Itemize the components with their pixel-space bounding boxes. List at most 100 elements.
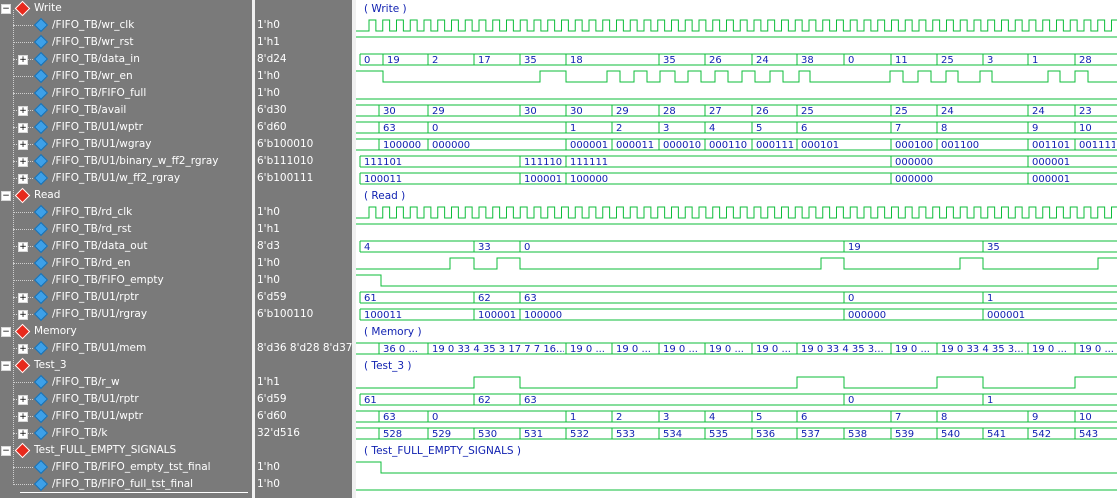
wave-signal-row[interactable]: +/FIFO_TB/k [0,425,252,442]
bus-value-text: 63 [524,293,537,304]
collapse-toggle-icon[interactable]: − [1,361,11,371]
signal-name: /FIFO_TB/wr_en [52,70,133,82]
expand-toggle-icon[interactable]: + [18,242,28,252]
wave-signal-row[interactable]: +/FIFO_TB/data_in [0,51,252,68]
expand-toggle-icon[interactable]: + [18,123,28,133]
signal-name: /FIFO_TB/r_w [52,376,120,388]
collapse-toggle-icon[interactable]: − [1,327,11,337]
bus-value-text: 001111 [1079,140,1117,151]
bus-value-text: 24 [941,106,954,117]
signal-name: /FIFO_TB/U1/mem [52,342,147,354]
wave-group-row[interactable]: − Write [0,0,252,17]
wave-signal-row[interactable]: +/FIFO_TB/U1/binary_w_ff2_rgray [0,153,252,170]
wave-signal-row[interactable]: +/FIFO_TB/U1/rptr [0,391,252,408]
bus-value-text: 3 [663,123,669,134]
signal-value: 6'd59 [257,393,287,405]
expand-toggle-icon[interactable]: + [18,395,28,405]
expand-toggle-icon[interactable]: + [18,429,28,439]
bus-value-text: 000000 [895,174,933,185]
bus-value-text: 538 [848,429,867,440]
signal-value [255,0,257,17]
expand-toggle-icon[interactable]: + [18,293,28,303]
bus-value-text: 30 [524,106,537,117]
bus-value-text: 19 0 ... [616,344,651,355]
bus-value-text: 11 [895,55,908,66]
wave-group-row[interactable]: −Test_3 [0,357,252,374]
wave-signal-row[interactable]: /FIFO_TB/wr_clk [0,17,252,34]
tree-branch [13,467,33,469]
signal-name: /FIFO_TB/rd_en [52,257,131,269]
clock-wave [356,206,1117,219]
list-end-divider [20,492,248,493]
signal-icon [33,136,49,152]
wave-signal-row[interactable]: /FIFO_TB/FIFO_empty [0,272,252,289]
wave-signal-row[interactable]: /FIFO_TB/FIFO_full [0,85,252,102]
group-name: Read [34,189,61,201]
expand-toggle-icon[interactable]: + [18,140,28,150]
bus-value-text: 19 0 33 4 35 3... [801,344,884,355]
expand-toggle-icon[interactable]: + [18,310,28,320]
signal-icon [33,272,49,288]
wave-signal-row[interactable]: +/FIFO_TB/U1/rptr [0,289,252,306]
expand-toggle-icon[interactable]: + [18,157,28,167]
wave-group-row[interactable]: −Memory [0,323,252,340]
signal-name: /FIFO_TB/wr_rst [52,36,134,48]
wave-signal-row[interactable]: + /FIFO_TB/U1/mem [0,340,252,357]
wave-signal-row[interactable]: + /FIFO_TB/data_out [0,238,252,255]
group-label-text: ( Read ) [364,190,405,202]
signal-value: 6'd59 [257,291,287,303]
signal-icon [33,17,49,33]
bus-value-text: 537 [801,429,820,440]
wave-signal-row[interactable]: +/FIFO_TB/U1/wptr [0,408,252,425]
signal-value: 1'h0 [257,478,280,490]
signal-icon [33,374,49,390]
wave-group-row[interactable]: − Test_FULL_EMPTY_SIGNALS [0,442,252,459]
signal-name: /FIFO_TB/FIFO_empty_tst_final [52,461,211,473]
tree-branch [13,484,33,486]
expand-toggle-icon[interactable]: + [18,412,28,422]
wave-signal-row[interactable]: +/FIFO_TB/U1/rgray [0,306,252,323]
wave-signal-row[interactable]: /FIFO_TB/r_w [0,374,252,391]
bus-value-text: 30 [383,106,396,117]
group-name: Test_FULL_EMPTY_SIGNALS [34,444,177,456]
bus-value-text: 531 [524,429,543,440]
wave-signal-row[interactable]: /FIFO_TB/FIFO_empty_tst_final [0,459,252,476]
wave-signal-row[interactable]: +/FIFO_TB/avail [0,102,252,119]
wave-signal-row[interactable]: +/FIFO_TB/U1/w_ff2_rgray [0,170,252,187]
wave-signal-row[interactable]: /FIFO_TB/rd_rst [0,221,252,238]
wave-group-row[interactable]: − Read [0,187,252,204]
collapse-toggle-icon[interactable]: − [1,4,11,14]
bus-value-text: 100000 [383,140,421,151]
wave-signal-row[interactable]: +/FIFO_TB/U1/wgray [0,136,252,153]
expand-toggle-icon[interactable]: + [18,55,28,65]
signal-name: /FIFO_TB/U1/wptr [52,121,143,133]
bus-value-text: 9 [1032,412,1038,423]
bus-value-text: 000000 [848,310,886,321]
bus-value-text: 25 [801,106,814,117]
expand-toggle-icon[interactable]: + [18,174,28,184]
wave-signal-row[interactable]: /FIFO_TB/wr_rst [0,34,252,51]
bus-value-text: 532 [570,429,589,440]
collapse-toggle-icon[interactable]: − [1,191,11,201]
expand-toggle-icon[interactable]: + [18,106,28,116]
pane-splitter-values[interactable] [352,0,356,498]
signal-name-pane: −Write/FIFO_TB/wr_clk/FIFO_TB/wr_rst+/FI… [0,0,252,498]
wave-signal-row[interactable]: /FIFO_TB/rd_en [0,255,252,272]
bus-value-text: 33 [478,242,491,253]
wave-signal-row[interactable]: /FIFO_TB/rd_clk [0,204,252,221]
wave-signal-row[interactable]: + /FIFO_TB/U1/wptr [0,119,252,136]
signal-icon [33,34,49,50]
bus-value-text: 543 [1079,429,1098,440]
group-name: Write [34,2,62,14]
wave-signal-row[interactable]: /FIFO_TB/wr_en [0,68,252,85]
bus-value-text: 4 [364,242,370,253]
expand-toggle-icon[interactable]: + [18,344,28,354]
tree-branch [13,229,33,231]
signal-name: /FIFO_TB/data_out [52,240,148,252]
bus-value-text: 4 [709,123,715,134]
pane-splitter-names[interactable] [252,0,255,498]
collapse-toggle-icon[interactable]: − [1,446,11,456]
wave-signal-row[interactable]: /FIFO_TB/FIFO_full_tst_final [0,476,252,493]
